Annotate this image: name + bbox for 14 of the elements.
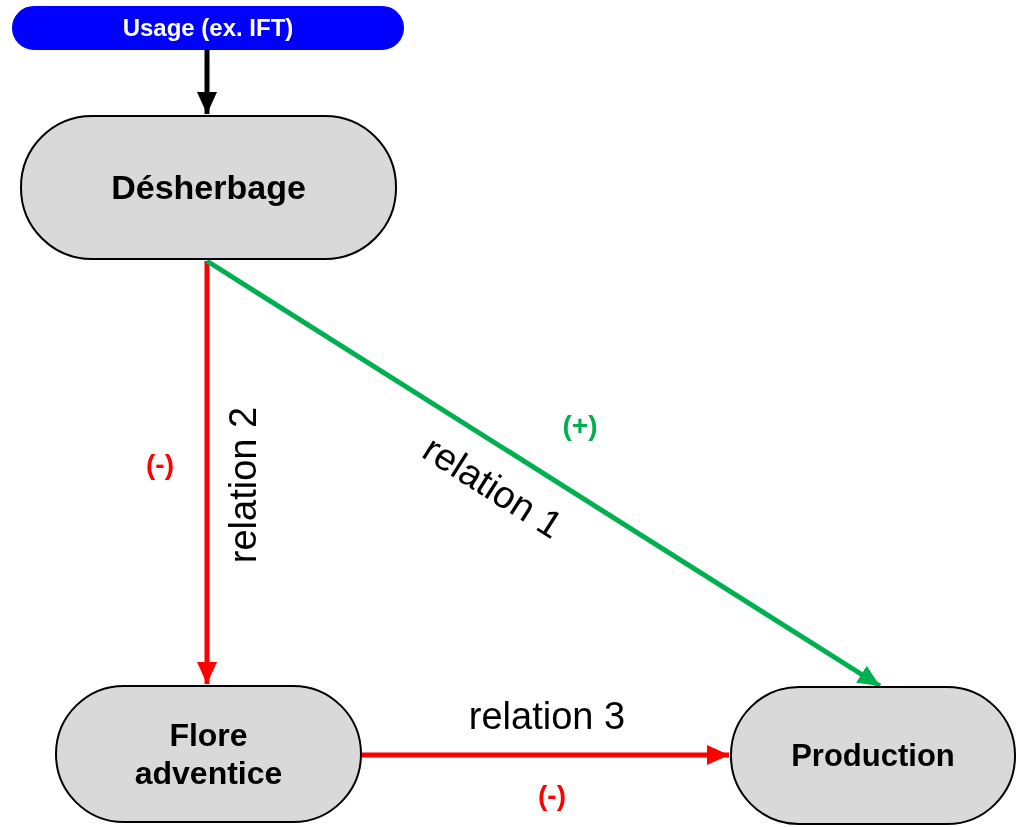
node-label: Production <box>791 736 955 775</box>
node-label: Usage (ex. IFT) <box>122 13 294 43</box>
edge-label: relation 3 <box>468 697 626 735</box>
arrow <box>197 50 217 114</box>
arrow <box>362 745 729 765</box>
node-label: Désherbage <box>111 167 306 208</box>
sign-label: (-) <box>146 451 174 479</box>
arrow <box>197 261 217 684</box>
arrow <box>205 258 882 689</box>
input-pill <box>12 6 404 50</box>
sign-label: (+) <box>562 412 598 440</box>
sign-label: (-) <box>538 782 566 810</box>
node-label: Flore adventice <box>133 715 284 793</box>
edge-label: relation 2 <box>224 406 262 564</box>
